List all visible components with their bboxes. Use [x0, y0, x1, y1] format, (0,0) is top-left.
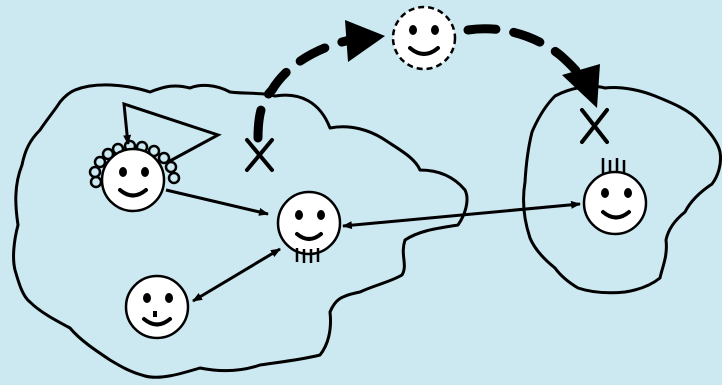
bearded-face [276, 190, 342, 263]
left-territory [12, 83, 469, 379]
migration-dashed-arrow [253, 31, 380, 143]
spiky-haired-face [582, 158, 648, 236]
moving-face-dashed [391, 5, 457, 71]
migration-arrowhead-1 [345, 20, 385, 62]
curly-haired-face [88, 139, 181, 213]
bearded-to-spiky-double-arrow [342, 200, 581, 230]
migration-dashed-arrow-2 [463, 24, 595, 97]
x-mark-left [245, 138, 274, 172]
self-loop-arrow [122, 101, 222, 164]
curly-to-bearded-arrow [165, 188, 269, 216]
mustached-face [124, 274, 190, 340]
x-mark-right [580, 108, 609, 144]
migration-arrowhead-2 [562, 64, 600, 108]
bearded-to-mustached-double-arrow [192, 247, 281, 303]
